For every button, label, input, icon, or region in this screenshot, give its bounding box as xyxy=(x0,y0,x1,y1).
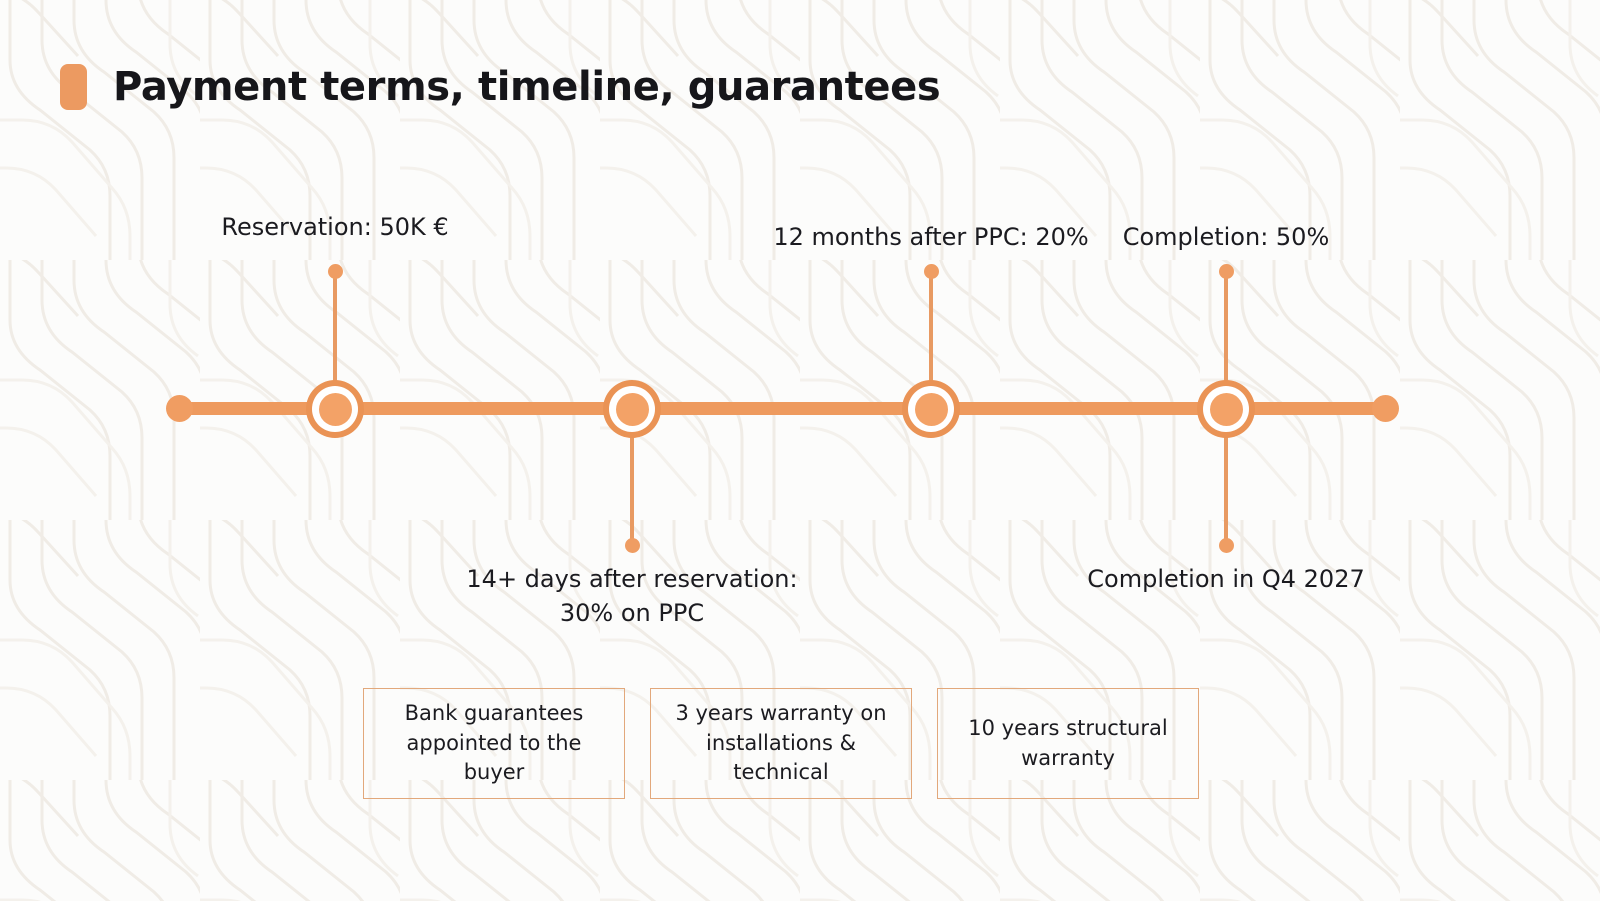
guarantee-box-text: 3 years warranty on installations & tech… xyxy=(675,700,887,785)
node-ring-gap xyxy=(609,386,655,432)
milestone-label-ppc-payment-line1: 14+ days after reservation: xyxy=(466,565,798,593)
page-title: Payment terms, timeline, guarantees xyxy=(60,64,941,110)
milestone-label-ppc-payment-line2: 30% on PPC xyxy=(559,599,705,628)
milestone-stem-dot-twelve-months-after-ppc xyxy=(923,264,939,279)
node-core xyxy=(1209,392,1243,426)
guarantee-box-bank-guarantees: Bank guarantees appointed to the buyer xyxy=(363,688,625,799)
milestone-label-reservation: Reservation: 50K € xyxy=(221,213,449,241)
timeline-node-completion[interactable] xyxy=(1197,380,1255,438)
node-core xyxy=(318,392,352,426)
page-title-text: Payment terms, timeline, guarantees xyxy=(113,64,941,110)
timeline-node-ppc-payment[interactable] xyxy=(603,380,661,438)
timeline-node-reservation[interactable] xyxy=(306,380,364,438)
node-core xyxy=(914,392,948,426)
node-ring-gap xyxy=(1203,386,1249,432)
node-ring-gap xyxy=(908,386,954,432)
node-ring-gap xyxy=(312,386,358,432)
milestone-stem-dot-ppc-payment xyxy=(624,538,640,553)
node-core xyxy=(615,392,649,426)
guarantee-box-text: 10 years structural warranty xyxy=(968,715,1168,770)
milestone-label-completion-date: Completion in Q4 2027 xyxy=(1087,565,1365,593)
timeline-node-twelve-months-after-ppc[interactable] xyxy=(902,380,960,438)
milestone-stem-dot-completion-payment xyxy=(1218,264,1234,279)
guarantee-box-installations-warranty: 3 years warranty on installations & tech… xyxy=(650,688,912,799)
guarantee-box-text: Bank guarantees appointed to the buyer xyxy=(404,700,584,785)
guarantee-box-structural-warranty: 10 years structural warranty xyxy=(937,688,1199,799)
milestone-stem-dot-completion-date xyxy=(1218,538,1234,553)
square-bullet-icon xyxy=(60,64,87,110)
dot-cap-icon-end xyxy=(1372,395,1399,422)
dot-cap-icon-start xyxy=(166,395,193,422)
milestone-label-ppc-payment: 14+ days after reservation: 30% on PPC xyxy=(422,562,842,630)
milestone-stem-dot-reservation xyxy=(327,264,343,279)
milestone-label-completion-payment: Completion: 50% xyxy=(1122,223,1330,251)
